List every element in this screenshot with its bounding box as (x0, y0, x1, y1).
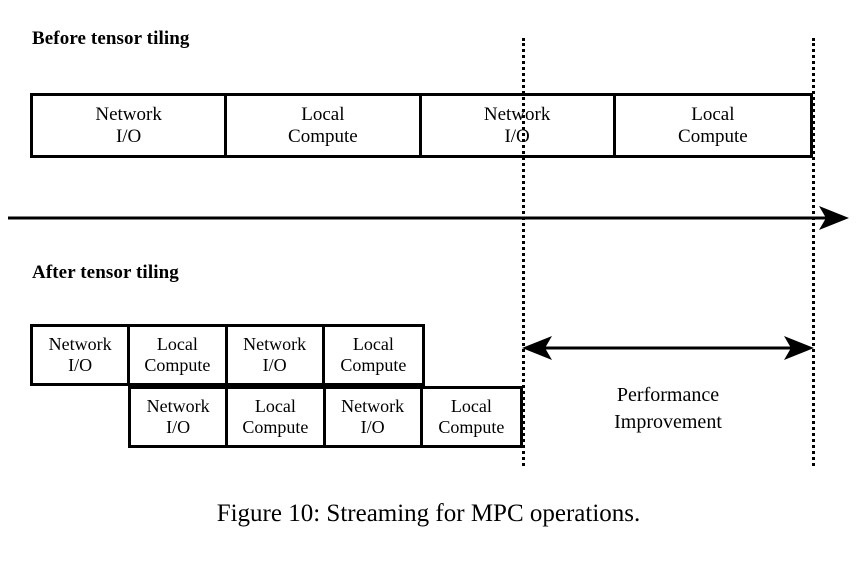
after-row2-cell-0-line2: I/O (166, 417, 191, 437)
after-row1-cell-3-line2: Compute (340, 355, 407, 375)
before-cell-1: Local Compute (227, 96, 422, 155)
after-row2-cell-1-line2: Compute (242, 417, 309, 437)
after-row1-cell-1-line1: Local (156, 334, 198, 355)
after-row1-cell-2-line2: I/O (262, 355, 287, 375)
after-row2-cell-2: Network I/O (325, 389, 423, 445)
before-cell-1-line1: Local (301, 103, 345, 125)
after-row2-cell-0-line1: Network (146, 396, 210, 417)
performance-improvement-double-arrow-icon (522, 336, 814, 360)
after-row1-cell-1-line2: Compute (144, 355, 211, 375)
after-row1-cell-0-line2: I/O (68, 355, 93, 375)
after-row2-cell-1: Local Compute (228, 389, 326, 445)
after-tiling-heading: After tensor tiling (32, 262, 179, 283)
after-tiling-row-2: Network I/O Local Compute Network I/O Lo… (128, 386, 523, 448)
after-row2-cell-2-line2: I/O (360, 417, 385, 437)
timeline-arrow-icon (8, 206, 849, 230)
after-row2-cell-0: Network I/O (131, 389, 229, 445)
after-row1-cell-0: Network I/O (33, 327, 131, 383)
guide-line-right (812, 38, 815, 466)
before-cell-3-line2: Compute (678, 125, 748, 147)
before-cell-3: Local Compute (615, 96, 810, 155)
after-row1-cell-0-line1: Network (48, 334, 112, 355)
after-row2-cell-2-line1: Network (341, 396, 405, 417)
after-row1-cell-2: Network I/O (227, 327, 325, 383)
before-cell-0-line1: Network (95, 103, 162, 125)
after-row1-cell-1: Local Compute (130, 327, 228, 383)
after-row1-cell-3: Local Compute (324, 327, 422, 383)
before-cell-3-line1: Local (691, 103, 735, 125)
after-row2-cell-1-line1: Local (254, 396, 296, 417)
performance-improvement-label: Performance Improvement (522, 382, 814, 436)
after-row2-cell-3-line2: Compute (438, 417, 505, 437)
before-tiling-bar: Network I/O Local Compute Network I/O Lo… (30, 93, 813, 158)
before-cell-1-line2: Compute (288, 125, 358, 147)
after-row1-cell-2-line1: Network (243, 334, 307, 355)
figure-caption: Figure 10: Streaming for MPC operations. (216, 500, 641, 527)
before-tiling-heading: Before tensor tiling (32, 28, 190, 49)
performance-improvement-line2: Improvement (614, 411, 722, 433)
before-cell-2-line2: I/O (504, 125, 530, 147)
before-cell-0-line2: I/O (115, 125, 142, 147)
after-row2-cell-3-line1: Local (450, 396, 492, 417)
after-row1-cell-3-line1: Local (352, 334, 394, 355)
before-cell-2: Network I/O (421, 96, 616, 155)
guide-line-left (522, 38, 525, 466)
performance-improvement-line1: Performance (616, 384, 720, 406)
before-cell-0: Network I/O (33, 96, 228, 155)
after-row2-cell-3: Local Compute (422, 389, 520, 445)
before-cell-2-line1: Network (483, 103, 551, 125)
after-tiling-row-1: Network I/O Local Compute Network I/O Lo… (30, 324, 425, 386)
